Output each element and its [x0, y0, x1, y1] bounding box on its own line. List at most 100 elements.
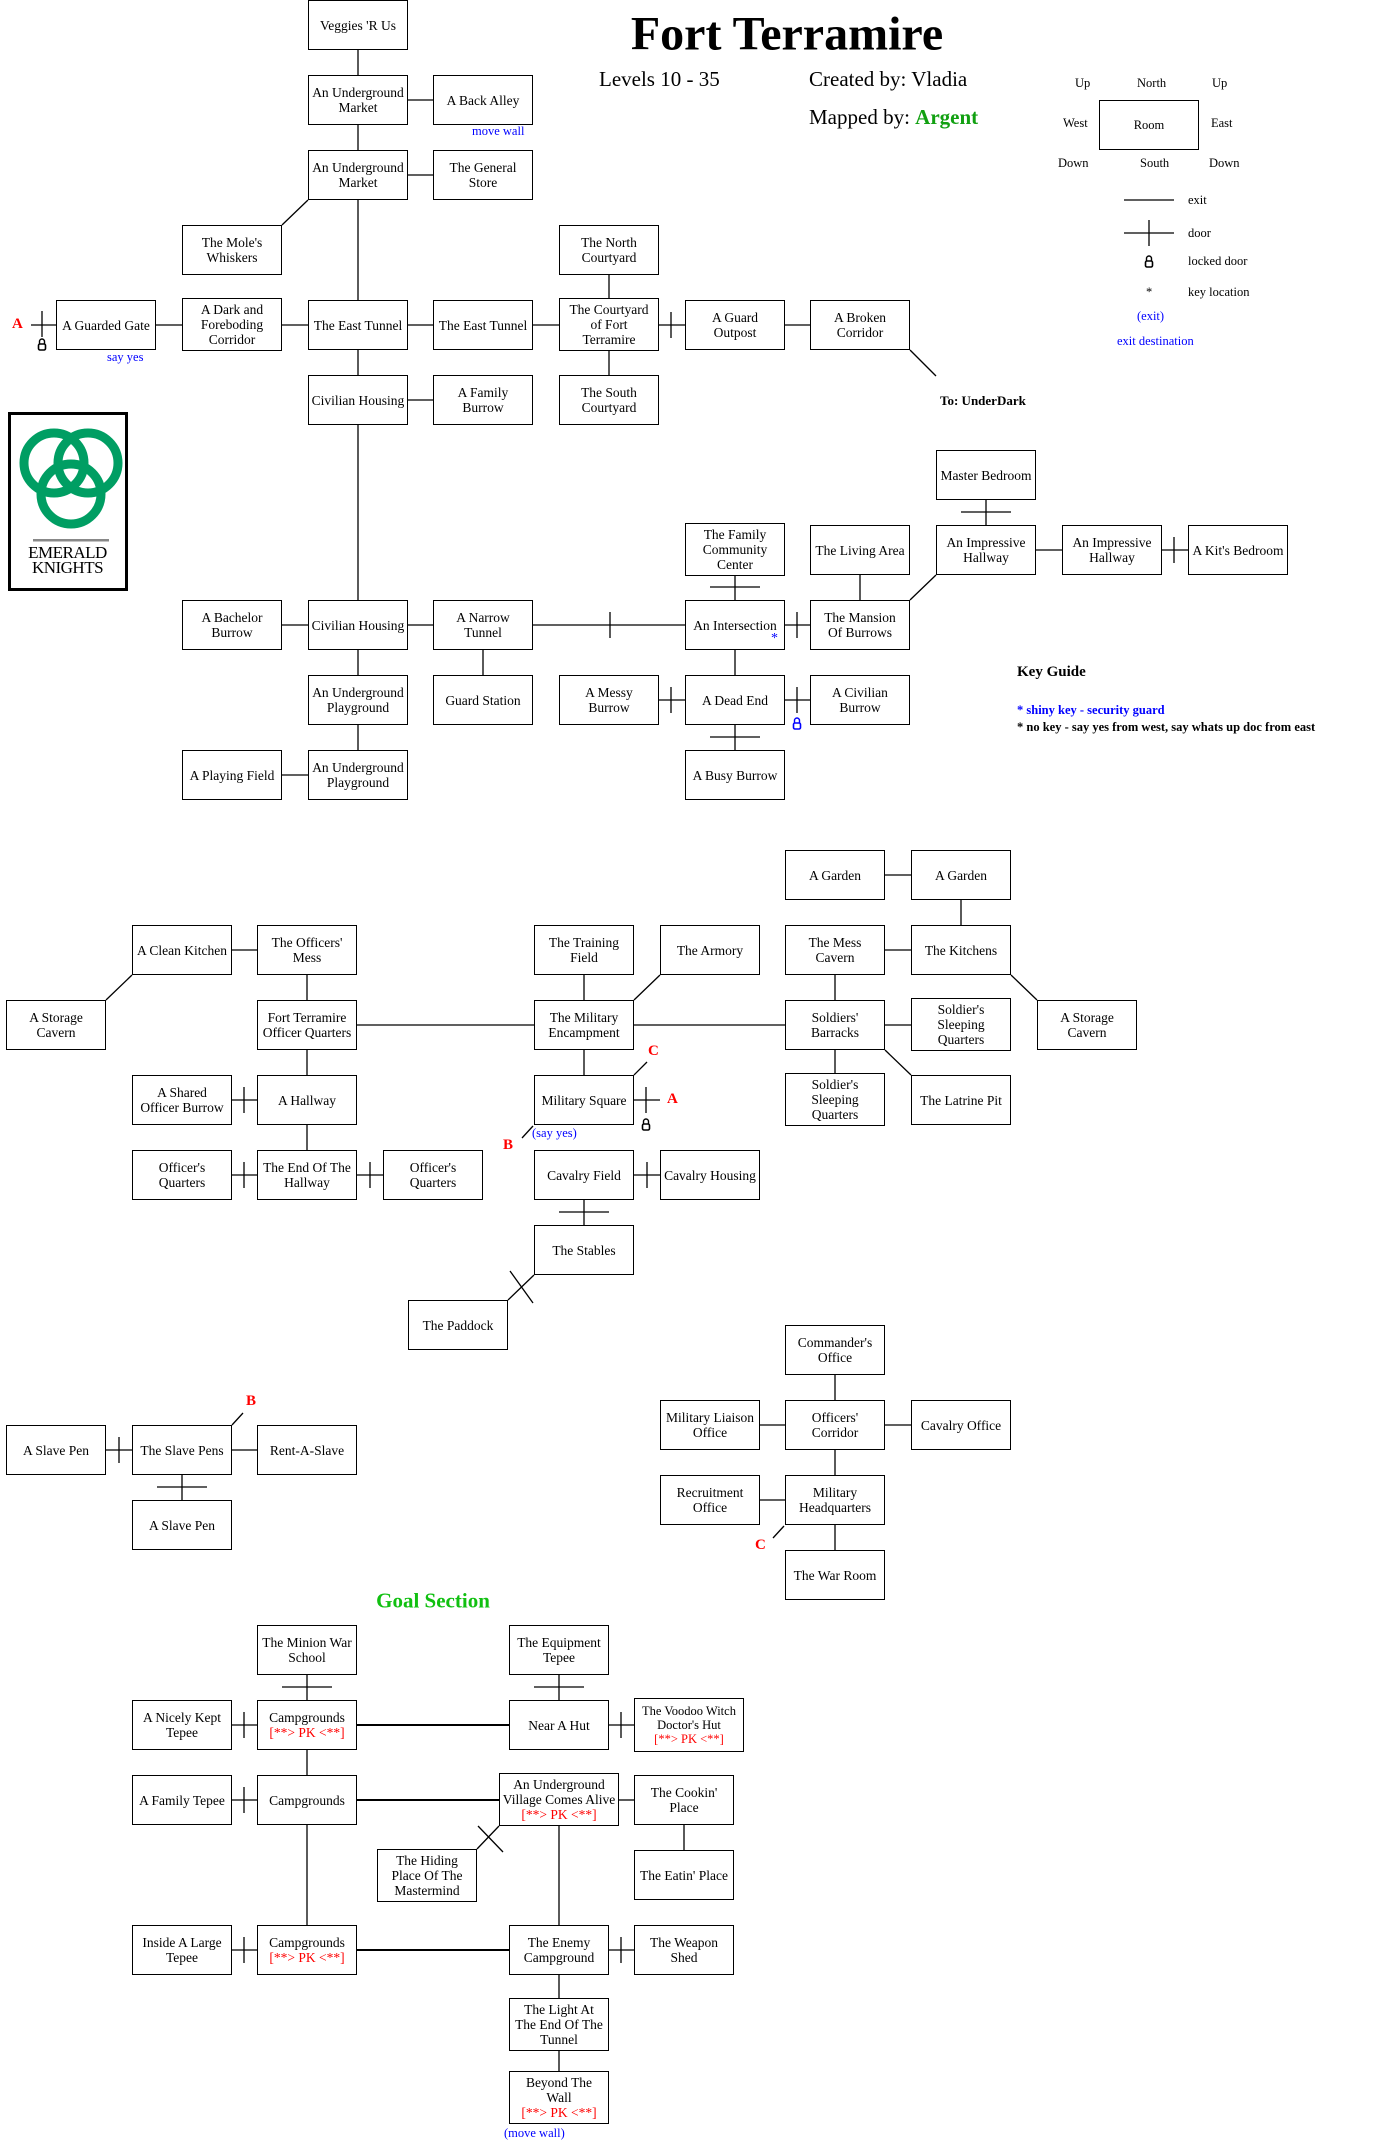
- room-label-line: An Underground: [312, 85, 404, 100]
- room-label-line: The General: [449, 160, 517, 175]
- room-label-line: Officers': [811, 1410, 859, 1425]
- legend-down-left: Down: [1058, 156, 1089, 170]
- room-label-line: The Mess: [808, 935, 862, 950]
- room-label-line: Officer's: [158, 1160, 206, 1175]
- legend-up-right: Up: [1212, 76, 1228, 90]
- room-label-line: A Hallway: [277, 1092, 337, 1108]
- room-label-line: Sleeping: [937, 1017, 985, 1032]
- exit-line: [884, 1049, 912, 1076]
- room-label-line: A Nicely Kept: [143, 1710, 221, 1725]
- room-veggies: Veggies 'R Us: [308, 0, 408, 50]
- legend-up-left: Up: [1075, 76, 1091, 90]
- room-label-line: The Armory: [676, 942, 744, 958]
- room-label-line: A Playing Field: [189, 767, 275, 783]
- room-cav-office: Cavalry Office: [911, 1400, 1011, 1450]
- room-label-line: The Family: [703, 527, 767, 542]
- room-label-line: The Mansion: [824, 610, 896, 625]
- room-label-line: Officer Quarters: [262, 1025, 352, 1040]
- room-label-line: Tunnel: [540, 2032, 578, 2047]
- exit-line: [772, 1525, 785, 1539]
- room-label-line: Village Comes Alive: [502, 1792, 616, 1807]
- room-hallway: A Hallway: [257, 1075, 357, 1125]
- room-label-line: Soldier's: [811, 1077, 859, 1092]
- locked-door-icon: [37, 338, 47, 351]
- room-label-line: A Civilian: [832, 685, 888, 700]
- room-label-line: The East Tunnel: [438, 317, 528, 333]
- exit-line: [281, 199, 309, 226]
- room-garden1: A Garden: [785, 850, 885, 900]
- room-war-room: The War Room: [785, 1550, 885, 1600]
- room-label-line: Tepee: [165, 1950, 199, 1965]
- legend-exit-destination: exit destination: [1117, 334, 1194, 348]
- room-label-line: A Bachelor: [201, 610, 263, 625]
- room-label-line: Beyond The: [525, 2075, 593, 2090]
- room-label-line: Outpost: [713, 325, 757, 340]
- page-title: Fort Terramire: [630, 7, 944, 61]
- created-by: Created by: Vladia: [809, 67, 968, 91]
- room-label-line: Market: [338, 100, 378, 115]
- room-label-line: Cavern: [815, 950, 855, 965]
- emerald-knights-logo: EMERALD KNIGHTS: [8, 412, 128, 591]
- room-master: Master Bedroom: [936, 450, 1036, 500]
- room-living: The Living Area: [810, 525, 910, 575]
- legend-room-box: Room: [1099, 100, 1199, 150]
- marker-a-gate: A: [12, 316, 23, 332]
- legend-locked-door-label: locked door: [1188, 254, 1248, 268]
- room-label-line: Place Of The: [391, 1868, 463, 1883]
- room-label-line: The Weapon: [649, 1935, 718, 1950]
- room-guarded-gate: A Guarded Gate: [56, 300, 156, 350]
- room-label-line: Sleeping: [811, 1092, 859, 1107]
- marker-c-square: C: [648, 1043, 659, 1059]
- room-label-line: Master Bedroom: [940, 467, 1032, 483]
- exit-line: [231, 1412, 244, 1426]
- room-label-line: Courtyard: [581, 400, 637, 415]
- exit-line: [507, 1274, 535, 1301]
- legend-north: North: [1137, 76, 1167, 90]
- room-east-tunnel1: The East Tunnel: [308, 300, 408, 350]
- room-family-tepee: A Family Tepee: [132, 1775, 232, 1825]
- room-label-line: An Intersection: [693, 617, 777, 633]
- room-cav-housing: Cavalry Housing: [660, 1150, 760, 1200]
- room-armory: The Armory: [660, 925, 760, 975]
- room-label-line: The North: [581, 235, 637, 250]
- say-yes-note: say yes: [107, 350, 144, 364]
- room-label-line: Cavern: [1067, 1025, 1107, 1040]
- marker-b-square: B: [503, 1137, 514, 1153]
- room-label-line: The Light At: [524, 2002, 594, 2017]
- key-guide-line2: * no key - say yes from west, say whats …: [1017, 720, 1316, 734]
- room-label-line: An Underground: [312, 685, 404, 700]
- legend-exit-paren: (exit): [1137, 309, 1165, 323]
- to-underdark-label: To: UnderDark: [940, 393, 1026, 408]
- room-label-line: A Storage: [29, 1010, 83, 1025]
- logo-text-line1: EMERALD: [28, 543, 107, 562]
- room-civ1: Civilian Housing: [308, 375, 408, 425]
- room-label-line: Whiskers: [206, 250, 258, 265]
- key-location-star: *: [771, 631, 778, 646]
- room-latrine: The Latrine Pit: [911, 1075, 1011, 1125]
- exit-line: [476, 1825, 500, 1850]
- pk-zone-badge: [**> PK <**]: [654, 1732, 724, 1746]
- room-label-line: The End Of The: [515, 2017, 603, 2032]
- room-label-line: The Slave Pens: [140, 1442, 224, 1458]
- room-label-line: The Officers': [271, 935, 343, 950]
- room-label-line: The War Room: [793, 1567, 877, 1583]
- room-east-tunnel2: The East Tunnel: [433, 300, 533, 350]
- room-label-line: Tepee: [542, 1650, 576, 1665]
- room-eatin: The Eatin' Place: [634, 1850, 734, 1900]
- exit-line: [1010, 974, 1038, 1001]
- room-label-line: Corridor: [208, 332, 256, 347]
